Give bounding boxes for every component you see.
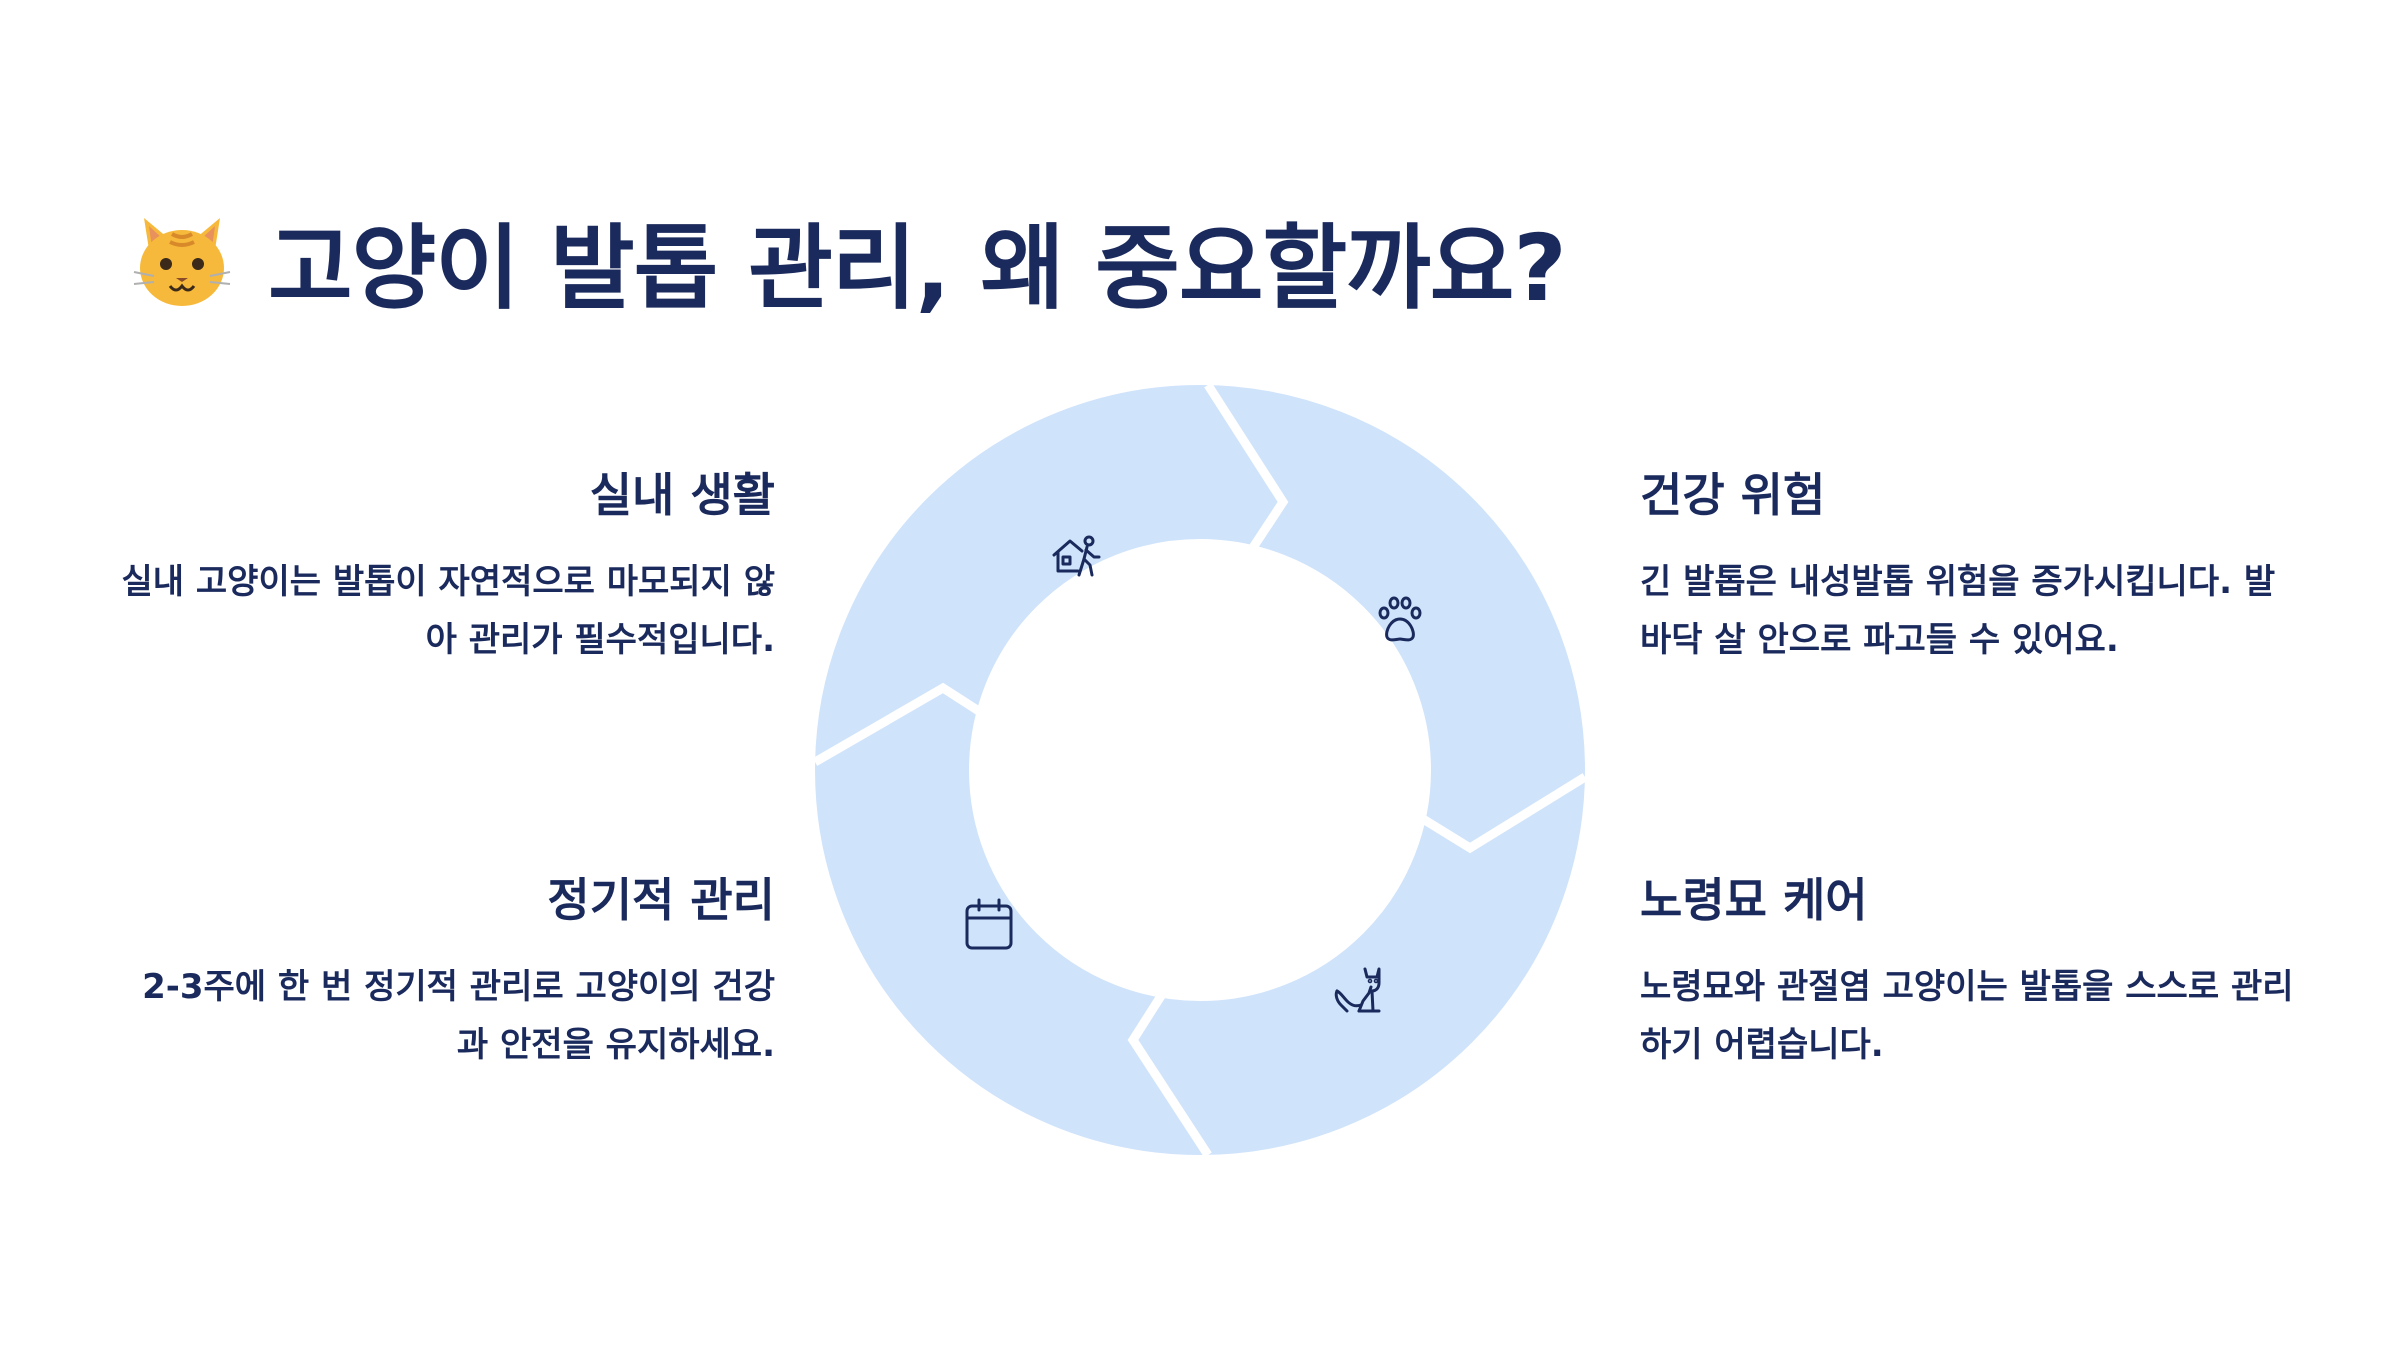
paw-icon bbox=[1378, 596, 1422, 642]
item-description: 노령묘와 관절염 고양이는 발톱을 스스로 관리하기 어렵습니다. bbox=[1640, 967, 2294, 1065]
item-heading: 건강 위험 bbox=[1640, 468, 1826, 522]
item-heading: 노령묘 케어 bbox=[1640, 873, 1868, 927]
item-description: 긴 발톱은 내성발톱 위험을 증가시킵니다. 발바닥 살 안으로 파고들 수 있… bbox=[1640, 562, 2276, 660]
item-health-risk: 건강 위험 긴 발톱은 내성발톱 위험을 증가시킵니다. 발바닥 살 안으로 파… bbox=[1640, 465, 2300, 669]
cycle-ring bbox=[815, 385, 1585, 1155]
sitting-cat-icon bbox=[1334, 967, 1381, 1013]
item-heading: 실내 생활 bbox=[589, 468, 775, 522]
calendar-icon bbox=[965, 898, 1013, 950]
item-senior-cat-care: 노령묘 케어 노령묘와 관절염 고양이는 발톱을 스스로 관리하기 어렵습니다. bbox=[1640, 870, 2300, 1074]
page-title: 고양이 발톱 관리, 왜 중요할까요? bbox=[130, 200, 1567, 322]
item-heading: 정기적 관리 bbox=[547, 873, 775, 927]
page-title-text: 고양이 발톱 관리, 왜 중요할까요? bbox=[268, 214, 1567, 322]
cat-face-icon bbox=[130, 210, 234, 310]
segment-divider-top bbox=[1204, 382, 1289, 619]
segment-divider-right bbox=[1352, 773, 1588, 854]
item-regular-care: 정기적 관리 2-3주에 한 번 정기적 관리로 고양이의 건강과 안전을 유지… bbox=[115, 870, 775, 1074]
segment-divider-left bbox=[812, 682, 1061, 766]
item-description: 실내 고양이는 발톱이 자연적으로 마모되지 않아 관리가 필수적입니다. bbox=[121, 562, 775, 660]
segment-divider-bottom bbox=[1127, 919, 1212, 1158]
cycle-diagram bbox=[800, 370, 1600, 1174]
item-indoor-life: 실내 생활 실내 고양이는 발톱이 자연적으로 마모되지 않아 관리가 필수적입… bbox=[115, 465, 775, 669]
item-description: 2-3주에 한 번 정기적 관리로 고양이의 건강과 안전을 유지하세요. bbox=[142, 967, 775, 1065]
house-walking-icon bbox=[1052, 535, 1101, 577]
